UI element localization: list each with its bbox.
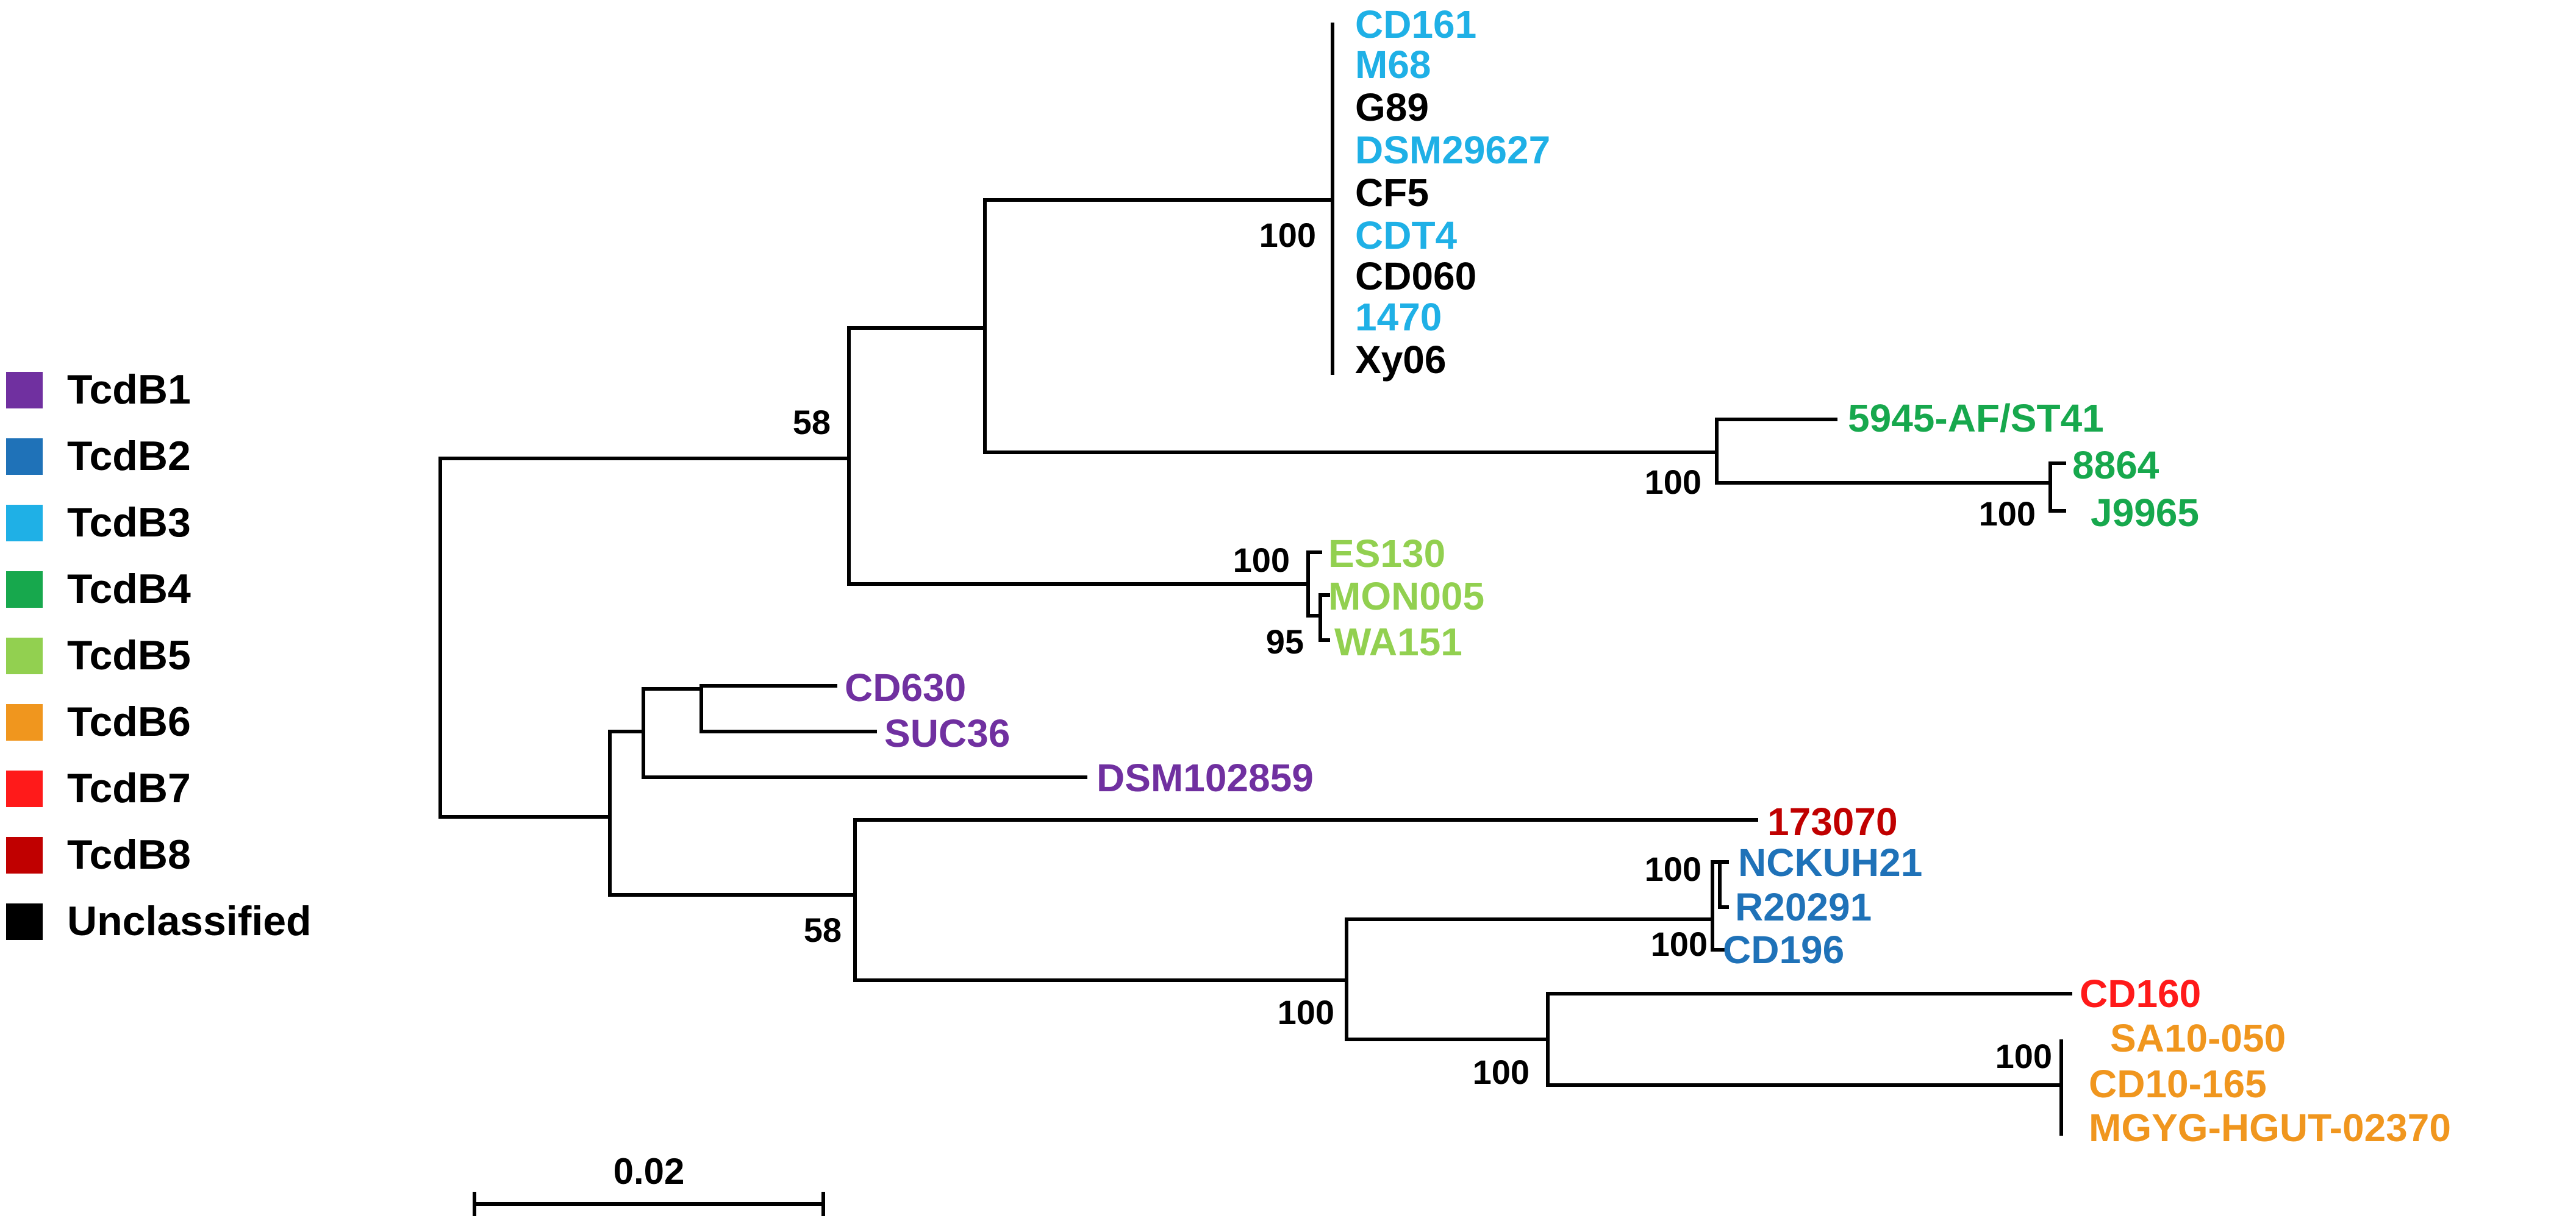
leaf-label-dsm102859: DSM102859 bbox=[1097, 756, 1314, 800]
bootstrap-value-nodeF: 100 bbox=[1278, 993, 1334, 1031]
bootstrap-value-bottomB: 58 bbox=[804, 911, 842, 949]
leaf-label-cd160: CD160 bbox=[2080, 972, 2201, 1016]
leaf-label-cd10-165: CD10-165 bbox=[2089, 1062, 2267, 1106]
leaf-label-suc36: SUC36 bbox=[884, 711, 1010, 755]
leaf-label-g89: G89 bbox=[1355, 85, 1429, 129]
legend-swatch bbox=[6, 837, 43, 874]
leaf-label-5945: 5945-AF/ST41 bbox=[1848, 396, 2104, 440]
leaf-label-173070: 173070 bbox=[1767, 800, 1898, 844]
legend-item-tcdb7: TcdB7 bbox=[6, 765, 191, 811]
legend-item-tcdb1: TcdB1 bbox=[6, 366, 191, 413]
legend-label: TcdB2 bbox=[67, 433, 191, 479]
legend-item-tcdb4: TcdB4 bbox=[6, 566, 191, 612]
legend-swatch bbox=[6, 571, 43, 608]
legend-swatch bbox=[6, 903, 43, 940]
legend-swatch bbox=[6, 638, 43, 674]
bootstrap-value-topA: 58 bbox=[793, 403, 831, 441]
leaf-label-cd060: CD060 bbox=[1355, 254, 1476, 298]
leaf-label-es130: ES130 bbox=[1328, 532, 1445, 575]
legend: TcdB1TcdB2TcdB3TcdB4TcdB5TcdB6TcdB7TcdB8… bbox=[6, 366, 312, 944]
leaf-label-8864: 8864 bbox=[2072, 443, 2159, 487]
bootstrap-value-nodeG: 100 bbox=[1473, 1053, 1530, 1091]
legend-label: TcdB5 bbox=[67, 632, 191, 678]
legend-swatch bbox=[6, 771, 43, 807]
leaf-label-dsm29627: DSM29627 bbox=[1355, 128, 1550, 172]
legend-swatch bbox=[6, 438, 43, 475]
legend-swatch bbox=[6, 505, 43, 541]
leaf-label-cd630: CD630 bbox=[845, 666, 966, 710]
scale-bar: 0.02 bbox=[473, 1151, 825, 1216]
bootstrap-value-clade4: 100 bbox=[1645, 463, 1701, 501]
legend-label: TcdB6 bbox=[67, 699, 191, 745]
bootstrap-labels: 100 58 100 100 100 95 100 100 58 100 100 100 bbox=[793, 216, 2052, 1091]
legend-label: Unclassified bbox=[67, 898, 312, 944]
tree-branches bbox=[438, 23, 2072, 1136]
leaf-label-r20291: R20291 bbox=[1735, 885, 1872, 929]
bootstrap-value-clade2b: 100 bbox=[1651, 925, 1708, 963]
legend-label: TcdB1 bbox=[67, 366, 191, 413]
legend-item-tcdb8: TcdB8 bbox=[6, 832, 191, 878]
bootstrap-value-clade2: 100 bbox=[1645, 850, 1701, 888]
leaf-label-mon005: MON005 bbox=[1328, 574, 1484, 618]
leaf-label-1470: 1470 bbox=[1355, 295, 1442, 339]
leaf-label-xy06: Xy06 bbox=[1355, 338, 1446, 382]
bootstrap-value-clade3: 100 bbox=[1259, 216, 1316, 254]
bootstrap-value-clade5: 100 bbox=[1233, 541, 1290, 579]
leaf-label-cd196: CD196 bbox=[1723, 928, 1844, 972]
legend-swatch bbox=[6, 704, 43, 741]
leaf-label-nckuh21: NCKUH21 bbox=[1738, 841, 1922, 885]
leaf-label-cdt4: CDT4 bbox=[1355, 213, 1458, 257]
legend-swatch bbox=[6, 372, 43, 408]
leaf-label-j9965: J9965 bbox=[2091, 491, 2199, 535]
legend-item-tcdb3: TcdB3 bbox=[6, 499, 191, 546]
bootstrap-value-clade6: 100 bbox=[1995, 1037, 2052, 1075]
leaf-label-cf5: CF5 bbox=[1355, 171, 1429, 215]
legend-item-tcdb2: TcdB2 bbox=[6, 433, 191, 479]
leaf-label-sa10-050: SA10-050 bbox=[2110, 1016, 2286, 1060]
leaf-label-mgyg: MGYG-HGUT-02370 bbox=[2089, 1106, 2451, 1150]
bootstrap-value-clade5b: 95 bbox=[1266, 622, 1304, 661]
legend-label: TcdB8 bbox=[67, 832, 191, 878]
scale-bar-label: 0.02 bbox=[614, 1151, 685, 1192]
legend-item-unclassified: Unclassified bbox=[6, 898, 312, 944]
legend-label: TcdB4 bbox=[67, 566, 191, 612]
legend-label: TcdB7 bbox=[67, 765, 191, 811]
legend-item-tcdb5: TcdB5 bbox=[6, 632, 191, 678]
leaf-label-cd161: CD161 bbox=[1355, 2, 1476, 46]
leaf-label-wa151: WA151 bbox=[1334, 620, 1462, 664]
leaf-label-m68: M68 bbox=[1355, 43, 1431, 87]
legend-item-tcdb6: TcdB6 bbox=[6, 699, 191, 745]
bootstrap-value-clade4b: 100 bbox=[1979, 494, 2036, 533]
legend-label: TcdB3 bbox=[67, 499, 191, 546]
